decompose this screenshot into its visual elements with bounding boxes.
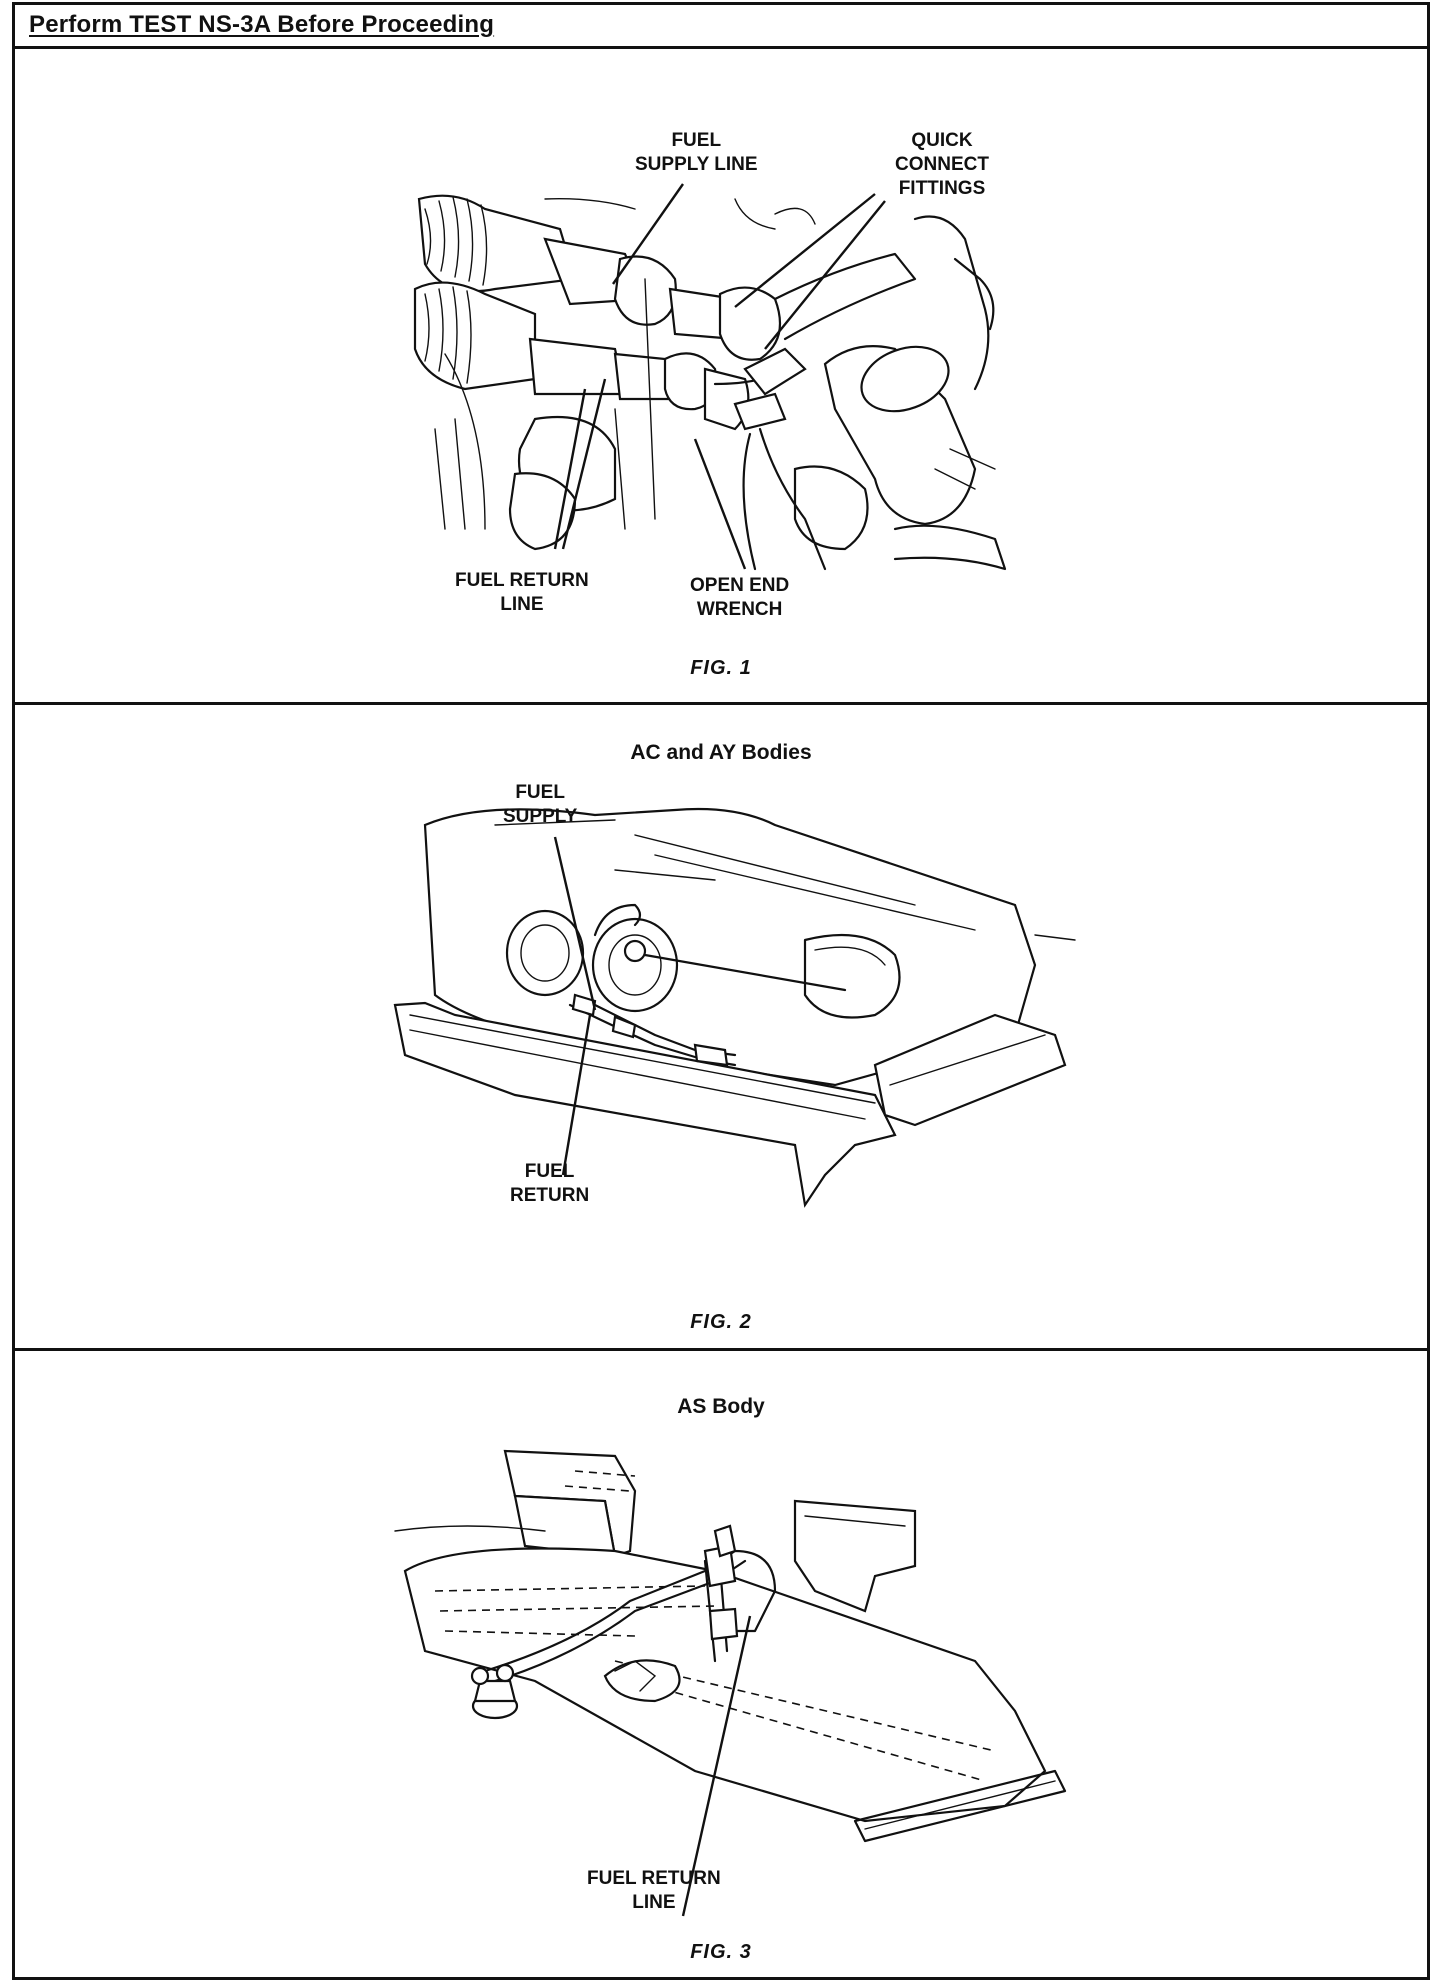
header-title: Perform TEST NS-3A Before Proceeding — [29, 11, 495, 38]
header-bar: Perform TEST NS-3A Before Proceeding — [15, 5, 1427, 49]
callout-fuel-return-line: FUEL RETURN LINE — [587, 1868, 721, 1913]
fuel-lines — [483, 1524, 777, 1683]
callout-fuel-supply: FUEL SUPPLY — [503, 782, 578, 827]
fuel-return-tube — [528, 337, 797, 431]
fuel-line-connection-illustration — [413, 183, 1007, 571]
callout-fuel-supply-line: FUEL SUPPLY LINE — [635, 130, 758, 175]
tank-edge-line — [1034, 934, 1076, 941]
fuel-tank — [403, 1547, 1067, 1843]
fig3-title: AS Body — [677, 1395, 765, 1418]
vent-valve — [470, 1663, 519, 1720]
fuel-pump-sender — [505, 909, 847, 1013]
elbow-pipe — [508, 415, 617, 551]
callout-open-end-wrench: OPEN END WRENCH — [690, 575, 790, 620]
callout-fuel-return: FUEL RETURN — [510, 1161, 590, 1206]
fig2-caption: FIG. 2 — [690, 1311, 752, 1333]
figure-panel-1: FUEL SUPPLY LINE QUICK CONNECT FITTINGS … — [15, 49, 1427, 705]
fig1-caption: FIG. 1 — [690, 657, 752, 679]
fuel-tank-as-illustration — [394, 1449, 1067, 1917]
fuel-tank-ac-ay-illustration — [393, 807, 1076, 1208]
fig3-leader-line — [681, 1615, 752, 1917]
figure-panel-2: AC and AY Bodies — [15, 705, 1427, 1351]
fig2-leader-lines — [553, 836, 597, 1176]
chassis-edge-line — [394, 1525, 546, 1532]
callout-quick-connect-fittings: QUICK CONNECT FITTINGS — [895, 130, 989, 199]
fig2-title: AC and AY Bodies — [630, 741, 812, 764]
fig1-leader-lines — [553, 183, 886, 570]
figure-panel-3: AS Body — [15, 1351, 1427, 1977]
fuel-lines — [568, 903, 737, 1067]
fig3-caption: FIG. 3 — [690, 1941, 752, 1963]
crossmember-right — [793, 1499, 917, 1613]
filter-canister — [793, 345, 977, 551]
chassis-lines — [434, 198, 1007, 571]
fuel-supply-tube — [543, 237, 917, 361]
service-sheet: Perform TEST NS-3A Before Proceeding — [12, 2, 1430, 1980]
wrench-and-fittings — [733, 347, 827, 571]
fuel-tank — [423, 807, 1037, 1087]
tank-cradle — [393, 1001, 1067, 1208]
crossmember-left — [503, 1449, 637, 1558]
corrugated-hose-lower — [413, 281, 537, 391]
callout-fuel-return-line: FUEL RETURN LINE — [455, 570, 589, 615]
corrugated-hose-upper — [417, 194, 577, 293]
